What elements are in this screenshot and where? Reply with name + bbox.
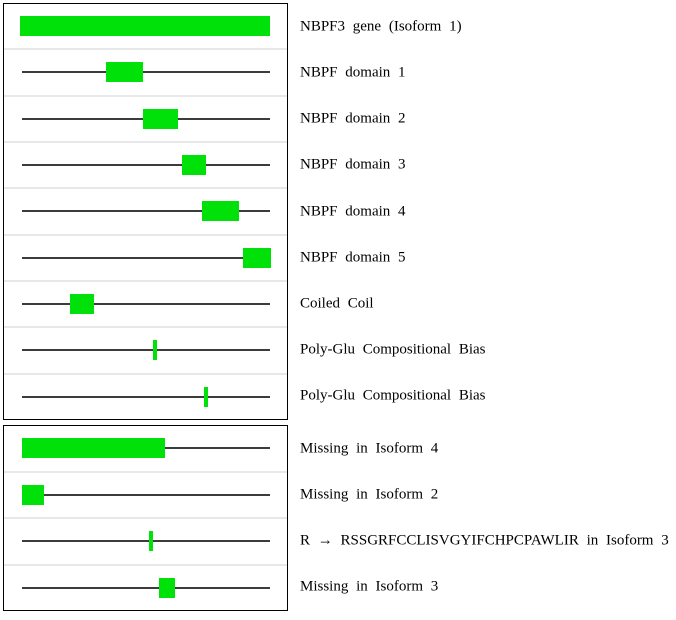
feature-box xyxy=(202,201,239,222)
feature-box xyxy=(143,108,178,129)
feature-row xyxy=(4,94,287,141)
feature-tick xyxy=(204,386,208,407)
feature-box xyxy=(182,155,206,176)
row-label: Missing in Isoform 3 xyxy=(300,578,439,595)
feature-row xyxy=(4,140,287,187)
row-label: NBPF domain 4 xyxy=(300,203,406,219)
track-line xyxy=(22,540,270,543)
feature-row xyxy=(4,187,287,233)
track-line xyxy=(22,256,270,259)
row-label: NBPF domain 2 xyxy=(300,110,406,127)
feature-tick xyxy=(149,531,153,552)
feature-row xyxy=(4,470,287,518)
track-line xyxy=(22,210,270,213)
feature-tick xyxy=(153,340,157,361)
feature-row xyxy=(4,326,287,372)
track-line xyxy=(22,493,270,496)
track-line xyxy=(22,71,270,74)
track-line xyxy=(22,586,270,589)
row-label: Poly-Glu Compositional Bias xyxy=(300,387,486,404)
feature-bar xyxy=(22,438,165,459)
feature-row xyxy=(4,372,287,419)
row-label: Coiled Coil xyxy=(300,295,374,312)
track-line xyxy=(22,303,270,306)
feature-box xyxy=(159,577,175,598)
track-line xyxy=(22,395,270,398)
row-label: NBPF domain 5 xyxy=(300,249,406,266)
row-label: Poly-Glu Compositional Bias xyxy=(300,341,486,358)
row-label: NBPF domain 1 xyxy=(300,64,406,81)
row-label: R → RSSGRFCCLISVGYIFCHPCPAWLIR in Isofor… xyxy=(300,532,669,549)
feature-row xyxy=(4,233,287,280)
feature-bar xyxy=(20,16,270,37)
feature-row xyxy=(4,517,287,564)
row-label: Missing in Isoform 4 xyxy=(300,440,439,457)
track-line xyxy=(22,164,270,167)
feature-box xyxy=(106,62,143,83)
row-label: Missing in Isoform 2 xyxy=(300,486,439,503)
row-label: NBPF3 gene (Isoform 1) xyxy=(300,18,462,35)
row-label: NBPF domain 3 xyxy=(300,156,406,173)
feature-row xyxy=(4,563,287,611)
feature-row xyxy=(4,279,287,326)
feature-row xyxy=(4,48,287,94)
feature-row xyxy=(4,4,287,48)
feature-box xyxy=(22,484,44,505)
feature-panel-1 xyxy=(3,3,288,420)
track-line xyxy=(22,349,270,352)
feature-row xyxy=(4,426,287,471)
feature-box xyxy=(243,247,271,268)
feature-box xyxy=(70,294,94,315)
feature-panel-2 xyxy=(3,425,288,611)
